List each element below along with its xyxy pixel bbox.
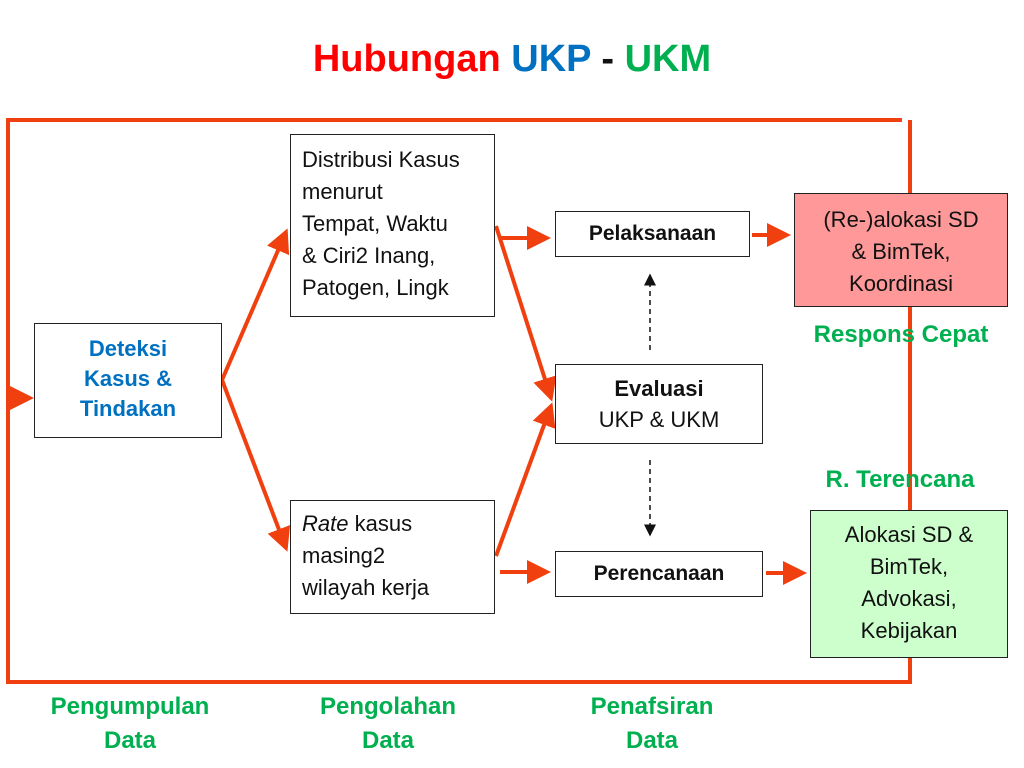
- realokasi-line-3: Koordinasi: [849, 271, 953, 296]
- alokasi-line-1: Alokasi SD &: [844, 522, 974, 547]
- arrow-rate-to-evaluasi: [494, 402, 556, 557]
- alokasi-box: Alokasi SD & BimTek, Advokasi, Kebijakan: [810, 510, 1008, 658]
- realokasi-box: (Re-)alokasi SD & BimTek, Koordinasi: [794, 193, 1008, 307]
- perencanaan-label: Perencanaan: [593, 562, 725, 585]
- rate-rest: kasus: [348, 511, 413, 536]
- distribusi-line-5: Patogen, Lingk: [302, 275, 449, 300]
- perencanaan-box: Perencanaan: [555, 551, 763, 597]
- deteksi-box: Deteksi Kasus & Tindakan: [34, 323, 222, 438]
- distribusi-line-1: Distribusi Kasus: [302, 147, 460, 172]
- alokasi-line-4: Kebijakan: [860, 618, 958, 643]
- pelaksanaan-box: Pelaksanaan: [555, 211, 750, 257]
- stage-penafsiran-line-2: Data: [625, 727, 679, 754]
- pelaksanaan-label: Pelaksanaan: [588, 222, 717, 245]
- title-part-hubungan: Hubungan: [312, 38, 501, 80]
- distribusi-line-2: menurut: [302, 179, 383, 204]
- arrow-deteksi-to-rate: [220, 379, 291, 552]
- stage-pengolahan-label: Pengolahan Data: [288, 690, 488, 758]
- alokasi-line-2: BimTek,: [869, 554, 949, 579]
- distribusi-box: Distribusi Kasus menurut Tempat, Waktu &…: [290, 134, 495, 317]
- feedback-loop-border: [6, 118, 912, 684]
- distribusi-line-4: & Ciri2 Inang,: [302, 243, 436, 268]
- deteksi-line-2: Kasus &: [83, 366, 173, 391]
- alokasi-line-3: Advokasi,: [861, 586, 957, 611]
- page-title: Hubungan UKP - UKM: [0, 38, 1024, 81]
- realokasi-line-1: (Re-)alokasi SD: [823, 207, 979, 232]
- deteksi-line-3: Tindakan: [79, 396, 177, 421]
- stage-pengumpulan-label: Pengumpulan Data: [20, 690, 240, 758]
- evaluasi-line-2: UKP & UKM: [598, 407, 720, 432]
- evaluasi-line-1: Evaluasi: [614, 376, 704, 401]
- stage-pengumpulan-line-2: Data: [103, 727, 157, 754]
- arrow-distribusi-to-evaluasi: [494, 225, 557, 402]
- title-part-ukm: UKM: [624, 38, 712, 80]
- stage-penafsiran-label: Penafsiran Data: [552, 690, 752, 758]
- rate-line-1: Rate kasus: [302, 508, 494, 540]
- stage-pengolahan-line-1: Pengolahan: [319, 693, 457, 720]
- title-part-dash: -: [601, 38, 615, 80]
- stage-pengumpulan-line-1: Pengumpulan: [50, 693, 210, 720]
- rate-line-2: masing2: [302, 543, 386, 568]
- deteksi-line-1: Deteksi: [88, 336, 168, 361]
- rate-line-3: wilayah kerja: [302, 575, 430, 600]
- respons-cepat-label: Respons Cepat: [813, 321, 989, 348]
- r-terencana-label: R. Terencana: [825, 466, 975, 493]
- rate-italic: Rate: [302, 511, 349, 536]
- stage-penafsiran-line-1: Penafsiran: [590, 693, 714, 720]
- rate-box: Rate kasus masing2 wilayah kerja: [290, 500, 495, 614]
- title-part-ukp: UKP: [511, 38, 591, 80]
- stage-pengolahan-line-2: Data: [361, 727, 415, 754]
- evaluasi-box: Evaluasi UKP & UKM: [555, 364, 763, 444]
- arrow-deteksi-to-distribusi: [220, 228, 290, 381]
- distribusi-line-3: Tempat, Waktu: [302, 211, 448, 236]
- realokasi-line-2: & BimTek,: [851, 239, 951, 264]
